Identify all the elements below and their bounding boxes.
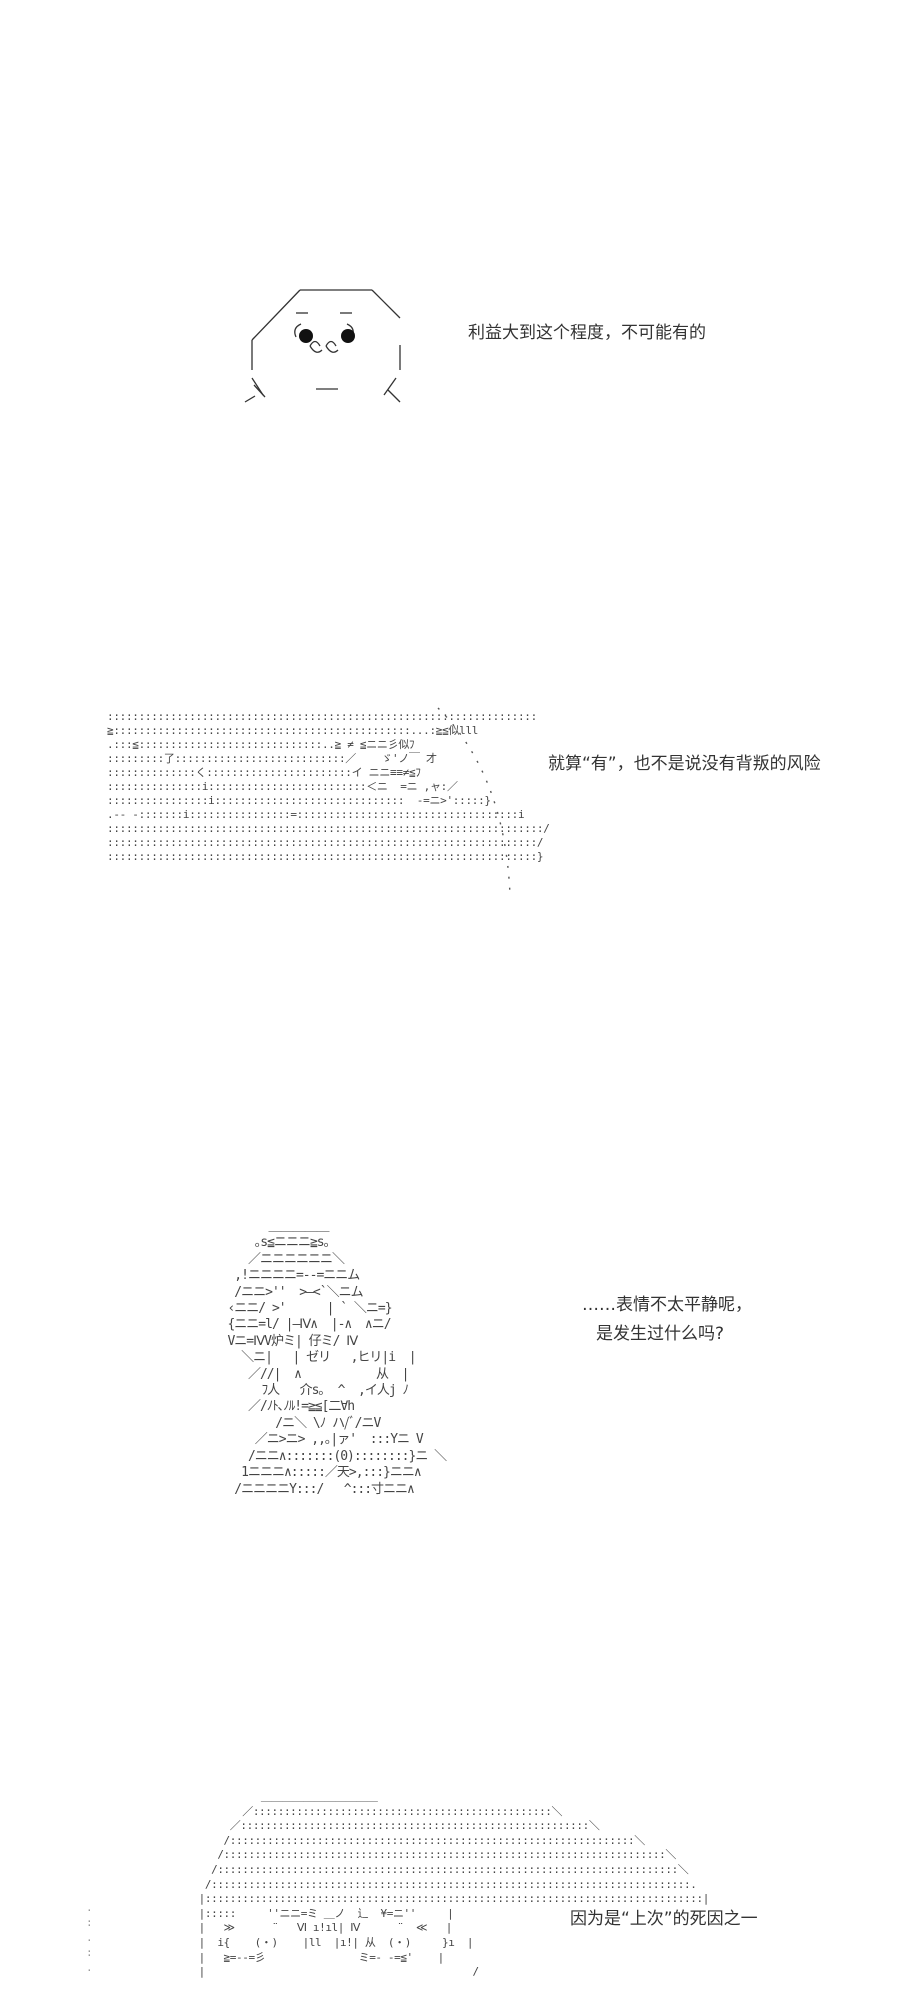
shaded-figure-ascii-art: ::::::::::::::::::::::::::::::::::::::::… bbox=[107, 710, 550, 863]
caption-line: ……表情不太平静呢， bbox=[582, 1295, 752, 1315]
panel-1: 利益大到这个程度，不可能有的 bbox=[0, 0, 900, 420]
character-ascii-art: ＿＿＿＿＿ ｡s≦ニニニ≧s｡ ／ニニニニニニ＼ ,!ニニニニ=‐‐=ニニム /… bbox=[227, 1219, 447, 1497]
dotted-arc bbox=[437, 707, 511, 896]
panel-4: ＿＿＿＿＿＿＿＿＿＿＿ ／:::::::::::::::::::::::::::… bbox=[0, 1780, 900, 2000]
panel-2: ::::::::::::::::::::::::::::::::::::::::… bbox=[0, 680, 900, 920]
face-ascii-art: ＿＿＿＿＿＿＿＿＿＿＿ ／:::::::::::::::::::::::::::… bbox=[198, 1790, 710, 1979]
caption-line: 就算“有”，也不是说没有背叛的风险 bbox=[548, 754, 821, 774]
panel-3: ＿＿＿＿＿ ｡s≦ニニニ≧s｡ ／ニニニニニニ＼ ,!ニニニニ=‐‐=ニニム /… bbox=[0, 1205, 900, 1525]
simple-face-drawing bbox=[244, 289, 401, 403]
caption-line: 因为是“上次”的死因之一 bbox=[570, 1909, 758, 1929]
caption-line: 利益大到这个程度，不可能有的 bbox=[468, 323, 706, 343]
side-dots: . : . : . bbox=[86, 1901, 93, 1974]
caption-line: 是发生过什么吗? bbox=[596, 1324, 725, 1344]
